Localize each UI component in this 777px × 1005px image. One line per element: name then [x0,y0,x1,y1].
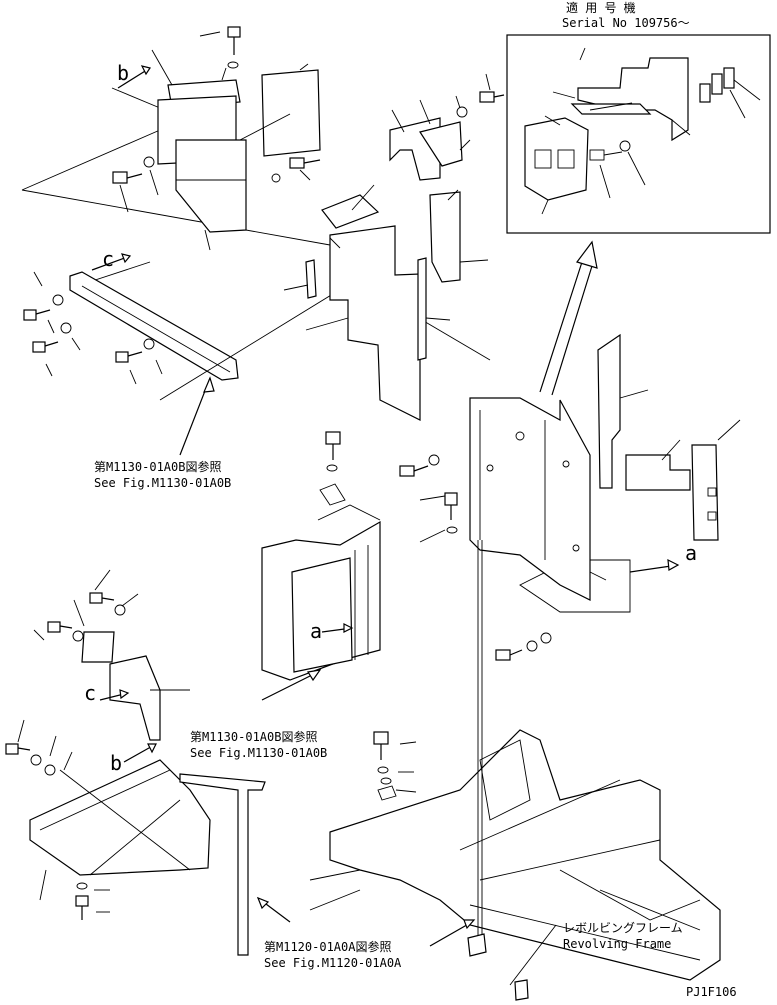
ref3-jp: 第M1120-01A0A図参照 [264,939,391,954]
upper-left-assembly: b [21,26,331,251]
inset-arrow [539,240,598,396]
revolving-frame: レボルビングフレーム Revolving Frame 第M1120-01A0A図… [264,540,721,1001]
serial-inset: 適 用 号 機 Serial No 109756～ [506,0,771,234]
ref1-jp: 第M1130-01A0B図参照 [94,459,221,474]
marker-b-top: b [117,61,129,85]
ref2-en: See Fig.M1130-01A0B [190,746,327,760]
inset-serial: Serial No 109756～ [562,16,690,30]
marker-c-bottom: c [84,681,96,705]
center-upper-cluster [159,73,505,421]
frame-label-jp: レボルビングフレーム [563,921,683,935]
frame-label-en: Revolving Frame [563,937,671,951]
inset-title: 適 用 号 機 [566,0,636,15]
marker-a-mid: a [310,619,322,643]
center-frame: a 第M1130-01A0B図参照 See Fig.M1130-01A0B [190,431,381,760]
marker-b-bottom: b [110,751,122,775]
marker-c-top: c [102,247,114,271]
bracket-bar: c 第M1130-01A0B図参照 See Fig.M1130-01A0B [23,247,239,490]
marker-a-right: a [685,541,697,565]
lower-left-assembly: c b [5,569,291,956]
ref3-en: See Fig.M1120-01A0A [264,956,402,970]
ref1-en: See Fig.M1130-01A0B [94,476,231,490]
right-panel-group: a [399,333,741,613]
drawing-code: PJ1F106 [686,985,737,999]
ref2-jp: 第M1130-01A0B図参照 [190,729,317,744]
